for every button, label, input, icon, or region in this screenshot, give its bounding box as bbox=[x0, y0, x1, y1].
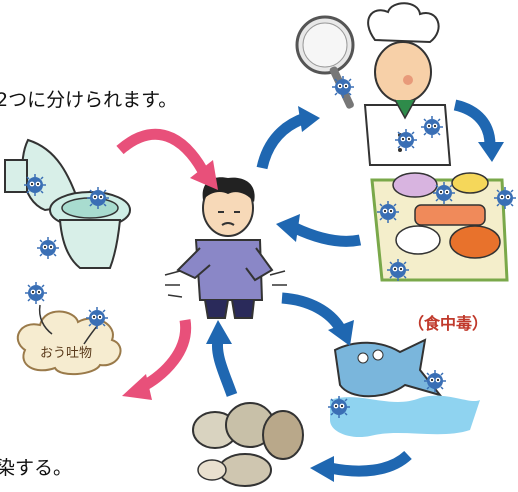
arrow-head-oysters-to-person bbox=[206, 320, 232, 344]
arrow-head-fish-to-oysters bbox=[310, 456, 334, 482]
caption-bottom: 染する。 bbox=[0, 457, 73, 479]
arrow-fish-to-oysters bbox=[328, 450, 412, 477]
arrow-chef-to-food bbox=[453, 99, 496, 146]
arrow-head-person-to-fish bbox=[328, 320, 354, 346]
caption-top: 2つに分けられます。 bbox=[0, 89, 178, 111]
toilet-illustration bbox=[4, 138, 131, 269]
vomit-label: おう吐物 bbox=[40, 346, 92, 361]
arrow-head-toilet-to-person bbox=[190, 160, 218, 190]
arrow-toilet-to-person bbox=[116, 128, 210, 178]
chef-illustration bbox=[295, 2, 452, 166]
arrow-head-to-chef bbox=[298, 106, 320, 132]
arrow-head-person-to-vomit bbox=[122, 374, 152, 400]
arrow-to-chef bbox=[256, 112, 307, 170]
arrow-person-to-fish bbox=[281, 292, 345, 332]
arrow-head-chef-to-food bbox=[478, 142, 504, 162]
arrow-food-to-person bbox=[292, 223, 362, 247]
food-tray-illustration bbox=[370, 172, 509, 282]
sick-person-illustration bbox=[164, 177, 287, 319]
arrow-head-food-to-person bbox=[276, 214, 300, 242]
arrow-oysters-to-person bbox=[211, 338, 238, 397]
fish-in-water-illustration bbox=[330, 338, 480, 438]
vomit-illustration: おう吐物 bbox=[16, 304, 122, 376]
food-poisoning-label: （食中毒） bbox=[408, 314, 489, 333]
oysters-illustration bbox=[192, 402, 304, 487]
